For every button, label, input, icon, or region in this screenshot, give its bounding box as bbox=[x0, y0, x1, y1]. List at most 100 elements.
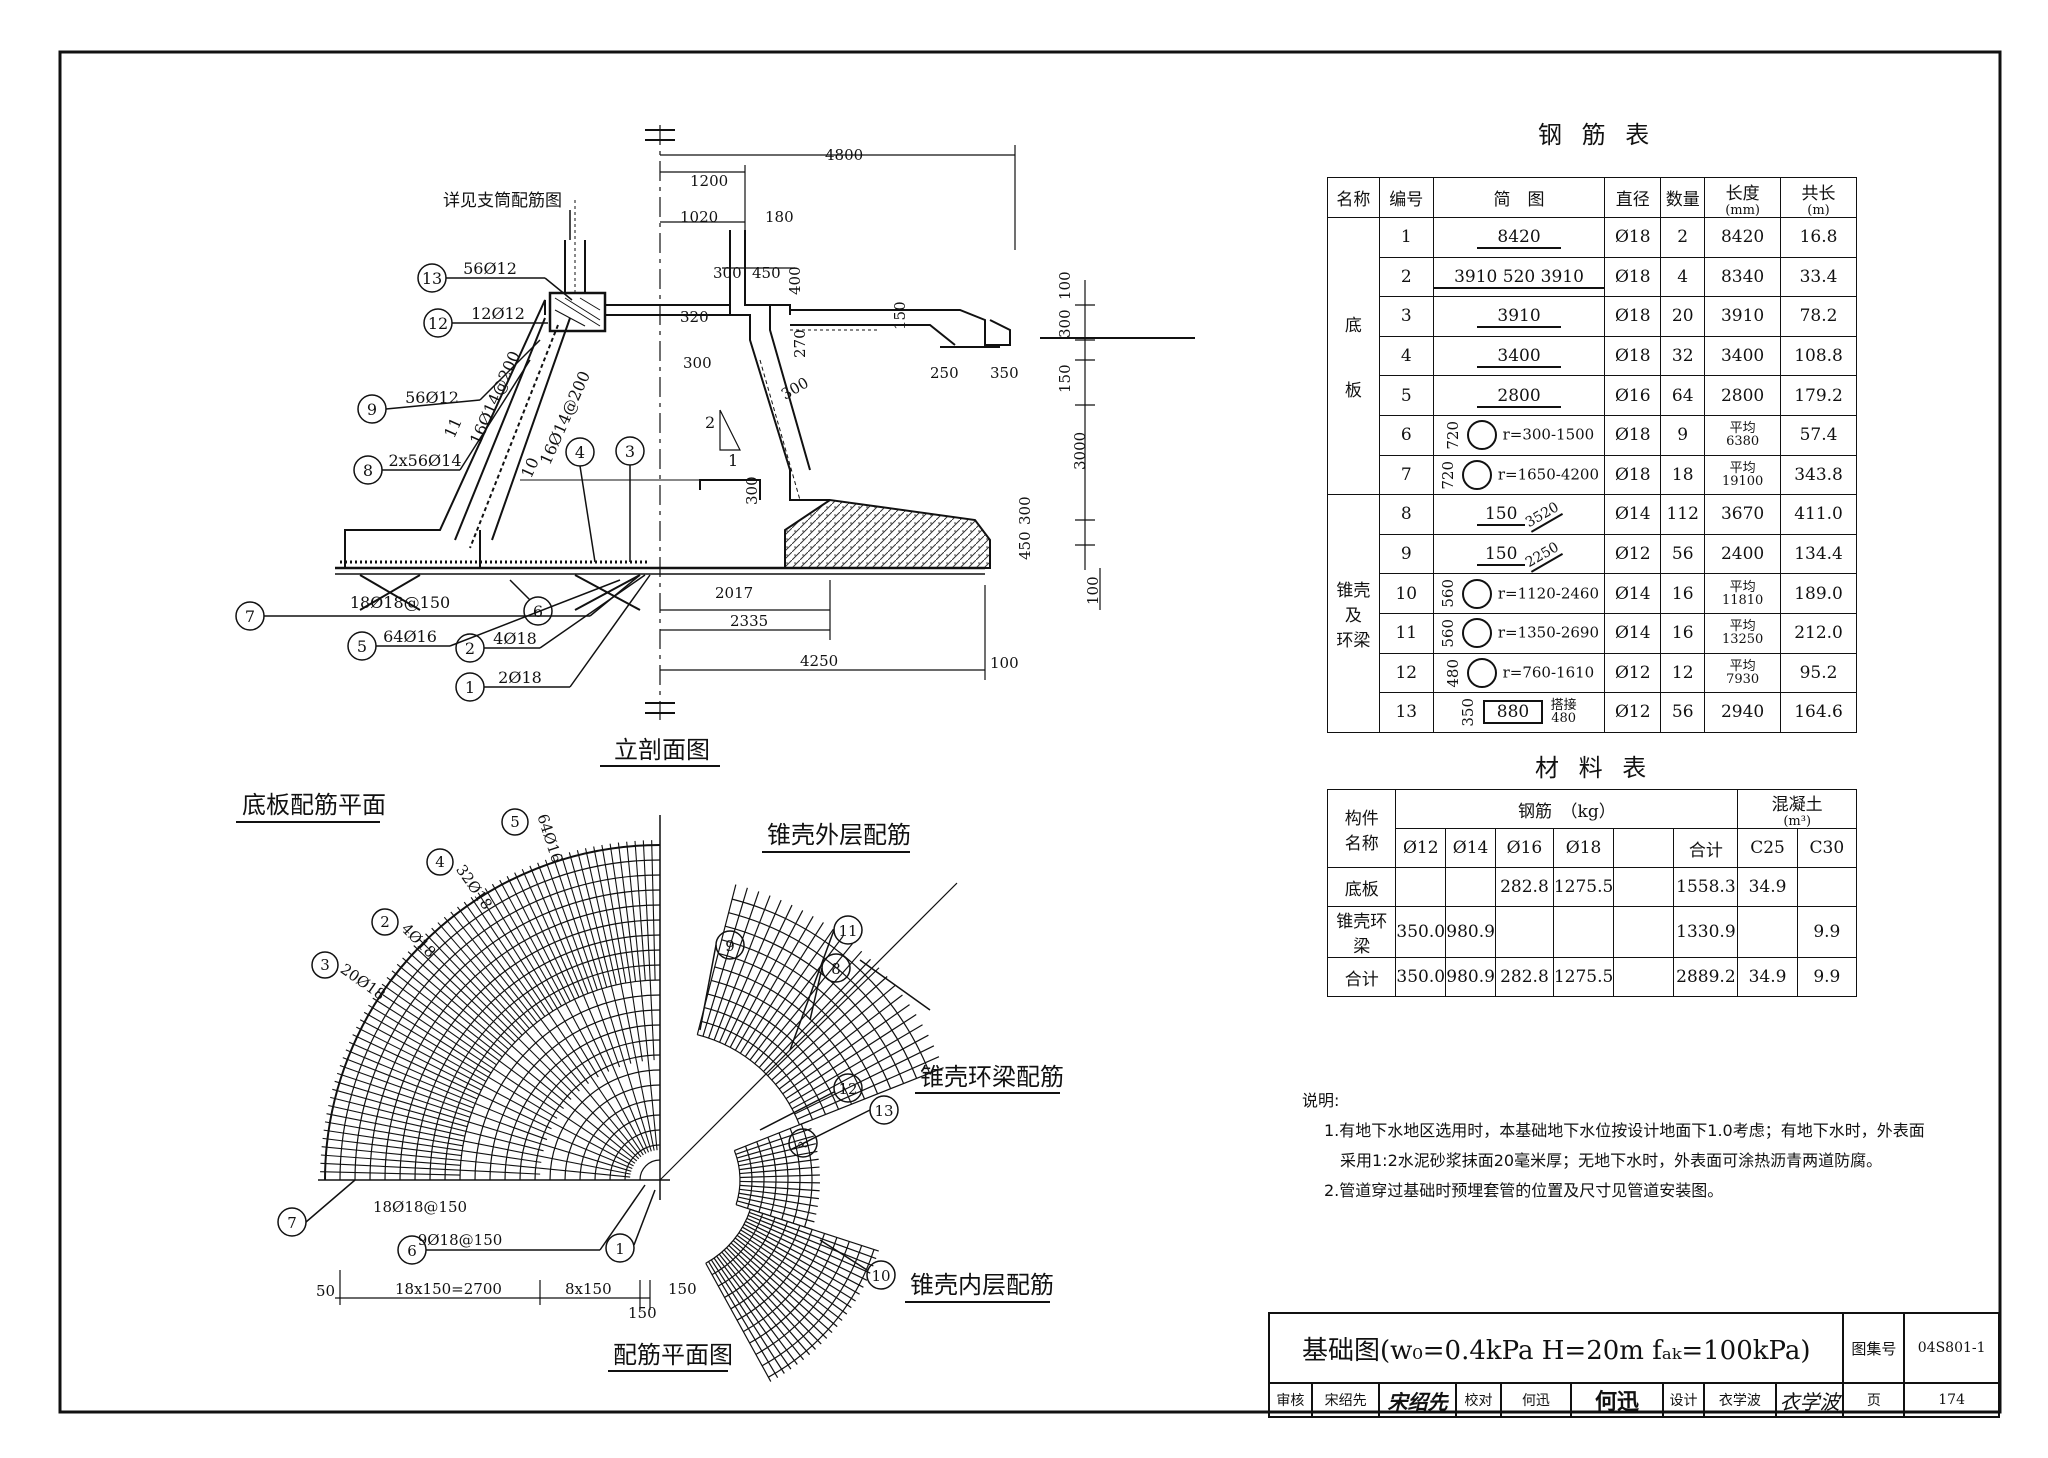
rebar-radial bbox=[642, 840, 655, 1061]
rebar-radial bbox=[443, 916, 642, 1158]
rebar-radial bbox=[407, 951, 572, 1100]
rebar-no: 11 bbox=[1378, 612, 1434, 654]
reviewer-signature: 宋绍先 bbox=[1378, 1382, 1457, 1418]
dim-text: 300 bbox=[713, 264, 742, 282]
atlas-label: 图集号 bbox=[1842, 1312, 1906, 1384]
len-value: 19100 bbox=[1721, 473, 1764, 489]
callout-number: 4 bbox=[575, 443, 585, 462]
len-avg: 平均 bbox=[1729, 619, 1756, 635]
ring-icon bbox=[1467, 657, 1498, 688]
material-value bbox=[1613, 957, 1675, 997]
rebar-radial bbox=[739, 922, 824, 1054]
rebar-radial bbox=[742, 1226, 860, 1295]
material-value: 9.9 bbox=[1796, 906, 1858, 958]
rebar-dia: Ø14 bbox=[1604, 494, 1662, 535]
rebar-length: 3910 bbox=[1704, 296, 1782, 337]
sketch-height: 560 bbox=[1439, 579, 1458, 608]
rebar-radial bbox=[491, 883, 562, 1007]
rebar-dia: Ø12 bbox=[1604, 692, 1662, 733]
rebar-sketch: 3910 520 3910 bbox=[1432, 256, 1606, 298]
rebar-radial bbox=[381, 983, 497, 1066]
rebar-radial bbox=[323, 1129, 542, 1163]
rebar-radial bbox=[721, 1251, 811, 1356]
callout-number: 2 bbox=[465, 639, 475, 658]
rebar-radial bbox=[754, 943, 854, 1065]
rebar-sketch: 560 r=1350-2690 bbox=[1432, 612, 1606, 654]
header-length: 长度(mm) bbox=[1704, 177, 1782, 218]
len-avg: 平均 bbox=[1729, 658, 1756, 674]
section-title: 立剖面图 bbox=[614, 736, 710, 764]
rebar-no: 1 bbox=[1378, 217, 1434, 258]
rebar-radial bbox=[450, 911, 538, 1023]
material-value: 282.8 bbox=[1495, 867, 1554, 907]
rebar-radial bbox=[743, 1223, 864, 1288]
rebar-radial bbox=[791, 1034, 929, 1110]
callout-label: 20Ø18 bbox=[337, 960, 389, 1004]
material-value bbox=[1495, 906, 1554, 958]
rebar-ring bbox=[733, 1150, 741, 1205]
rebar-radial bbox=[749, 1211, 877, 1260]
callout-number: 13 bbox=[422, 269, 442, 288]
rebar-radial bbox=[739, 1166, 820, 1175]
len-avg: 平均 bbox=[1729, 421, 1756, 437]
rebar-dia: Ø14 bbox=[1604, 573, 1662, 614]
rebar-radial bbox=[356, 1026, 482, 1091]
callout-number: 10 bbox=[871, 1267, 890, 1285]
rebar-radial bbox=[659, 882, 958, 1181]
rebar-radial bbox=[736, 1234, 848, 1315]
rebar-no: 6 bbox=[1378, 414, 1434, 456]
dim-text: 150 bbox=[668, 1280, 697, 1298]
len-value: 13250 bbox=[1721, 632, 1764, 648]
callout-label: 4Ø18 bbox=[493, 629, 537, 648]
sketch-text: r=1350-2690 bbox=[1497, 623, 1599, 642]
callout-number: 2 bbox=[380, 913, 390, 931]
material-value bbox=[1796, 867, 1858, 907]
material-value: 1330.9 bbox=[1673, 906, 1739, 958]
material-subheader: Ø12 bbox=[1395, 828, 1447, 868]
rebar-radial bbox=[738, 1196, 817, 1215]
rebar-total: 343.8 bbox=[1780, 454, 1857, 496]
len-avg: 平均 bbox=[1729, 579, 1756, 595]
header-name: 名称 bbox=[1327, 177, 1380, 218]
dim-text: 150 bbox=[1056, 364, 1074, 393]
atlas-no: 04S801-1 bbox=[1903, 1312, 2000, 1384]
sketch-height: 480 bbox=[1443, 658, 1462, 688]
len-value: 7930 bbox=[1726, 671, 1760, 687]
dim-text: 2335 bbox=[730, 612, 768, 630]
material-subheader: C30 bbox=[1796, 828, 1858, 868]
callout-number: 5 bbox=[357, 637, 367, 656]
rebar-radial bbox=[746, 1217, 871, 1274]
rebar-radial bbox=[744, 928, 834, 1057]
sketch-text: 3400 bbox=[1477, 346, 1561, 369]
rebar-radial bbox=[593, 846, 655, 1151]
rebar-total: 108.8 bbox=[1780, 335, 1857, 377]
rebar-radial bbox=[634, 840, 646, 981]
note-line: 2.管道穿过基础时预埋套管的位置及尺寸见管道安装图。 bbox=[1324, 1181, 1724, 1200]
plan-label-inner: 锥壳内层配筋 bbox=[910, 1271, 1054, 1299]
rebar-radial bbox=[745, 1220, 868, 1281]
header-concrete: 混凝土(m³) bbox=[1737, 789, 1857, 829]
rebar-dia: Ø18 bbox=[1604, 256, 1662, 298]
rebar-total: 57.4 bbox=[1780, 414, 1857, 456]
rebar-length: 2800 bbox=[1704, 375, 1782, 416]
rebar-radial bbox=[729, 910, 804, 1048]
rebar-radial bbox=[321, 1146, 631, 1178]
callout-label: 2x56Ø14 bbox=[388, 451, 461, 470]
rebar-radial bbox=[457, 906, 589, 1084]
review-label: 审核 bbox=[1268, 1382, 1313, 1418]
material-name: 锥壳环梁 bbox=[1326, 906, 1397, 958]
sketch-text: 8420 bbox=[1477, 227, 1561, 250]
dim-text: 4250 bbox=[800, 652, 838, 670]
rebar-radial bbox=[348, 1041, 478, 1100]
rebar-no: 13 bbox=[1378, 692, 1434, 733]
material-value: 34.9 bbox=[1737, 957, 1798, 997]
sketch-text: r=1120-2460 bbox=[1497, 584, 1599, 603]
material-value: 282.8 bbox=[1495, 957, 1554, 997]
material-subheader: C25 bbox=[1737, 828, 1798, 868]
header-member: 构件 名称 bbox=[1326, 789, 1397, 868]
